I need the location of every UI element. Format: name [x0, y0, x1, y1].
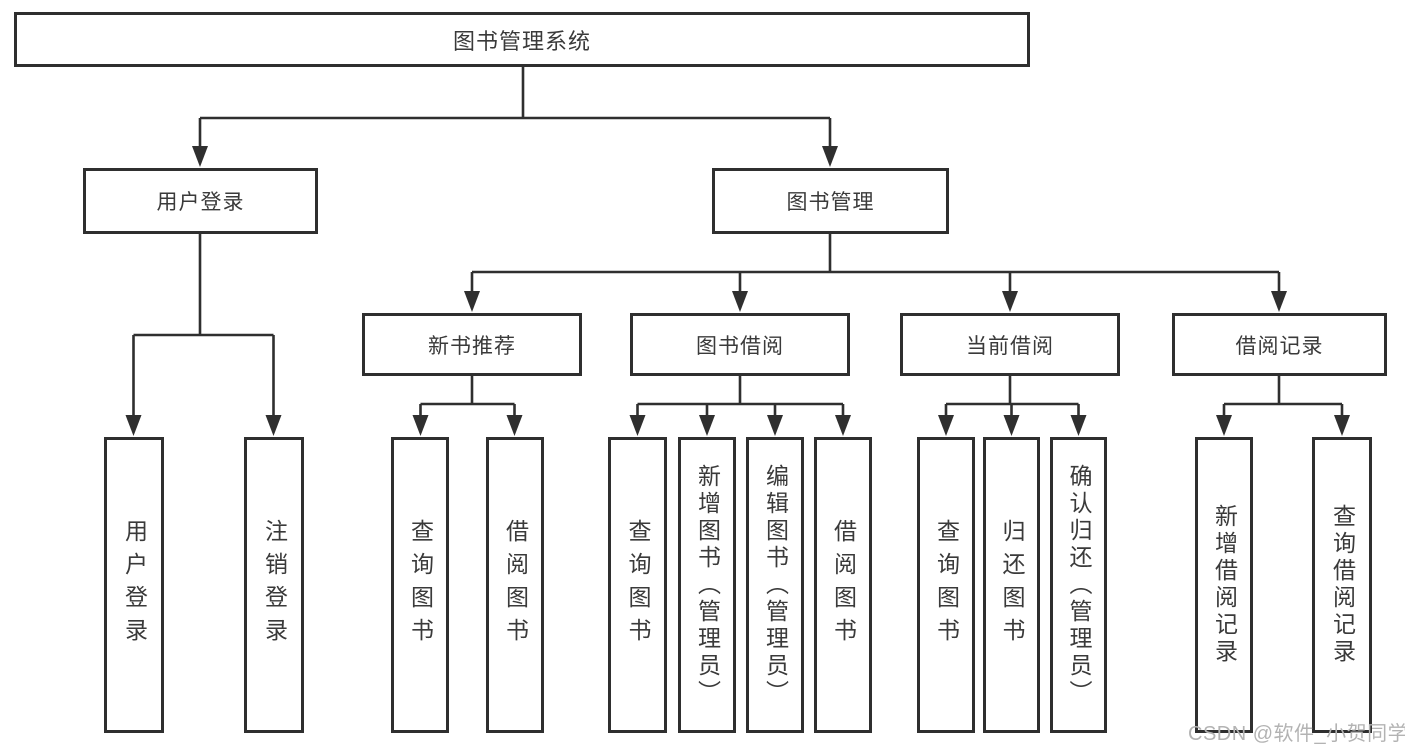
leaf-newbook-query-books: 查询图书 — [391, 437, 449, 733]
leaf-borrow-books: 借阅图书 — [814, 437, 872, 733]
node-root: 图书管理系统 — [14, 12, 1030, 67]
node-book-management: 图书管理 — [712, 168, 949, 234]
node-borrow-record: 借阅记录 — [1172, 313, 1387, 376]
leaf-add-borrow-record: 新增借阅记录 — [1195, 437, 1253, 733]
leaf-query-borrow-record: 查询借阅记录 — [1312, 437, 1372, 733]
leaf-edit-books-admin: 编辑图书（管理员） — [746, 437, 804, 733]
node-user-login: 用户登录 — [83, 168, 318, 234]
leaf-add-books-admin: 新增图书（管理员） — [678, 437, 736, 733]
node-current-borrow: 当前借阅 — [900, 313, 1120, 376]
node-book-borrow: 图书借阅 — [630, 313, 850, 376]
leaf-logout: 注销登录 — [244, 437, 304, 733]
csdn-watermark: CSDN @软件_小贺同学 — [1188, 723, 1405, 745]
leaf-user-login: 用户登录 — [104, 437, 164, 733]
arrowheads — [125, 146, 1350, 436]
node-new-book-recommend: 新书推荐 — [362, 313, 582, 376]
tree-edges — [132, 67, 1344, 423]
leaf-newbook-borrow-books: 借阅图书 — [486, 437, 544, 733]
leaf-confirm-return-admin: 确认归还（管理员） — [1050, 437, 1107, 733]
leaf-return-books: 归还图书 — [983, 437, 1040, 733]
leaf-current-query-books: 查询图书 — [917, 437, 975, 733]
leaf-borrow-query-books: 查询图书 — [608, 437, 667, 733]
